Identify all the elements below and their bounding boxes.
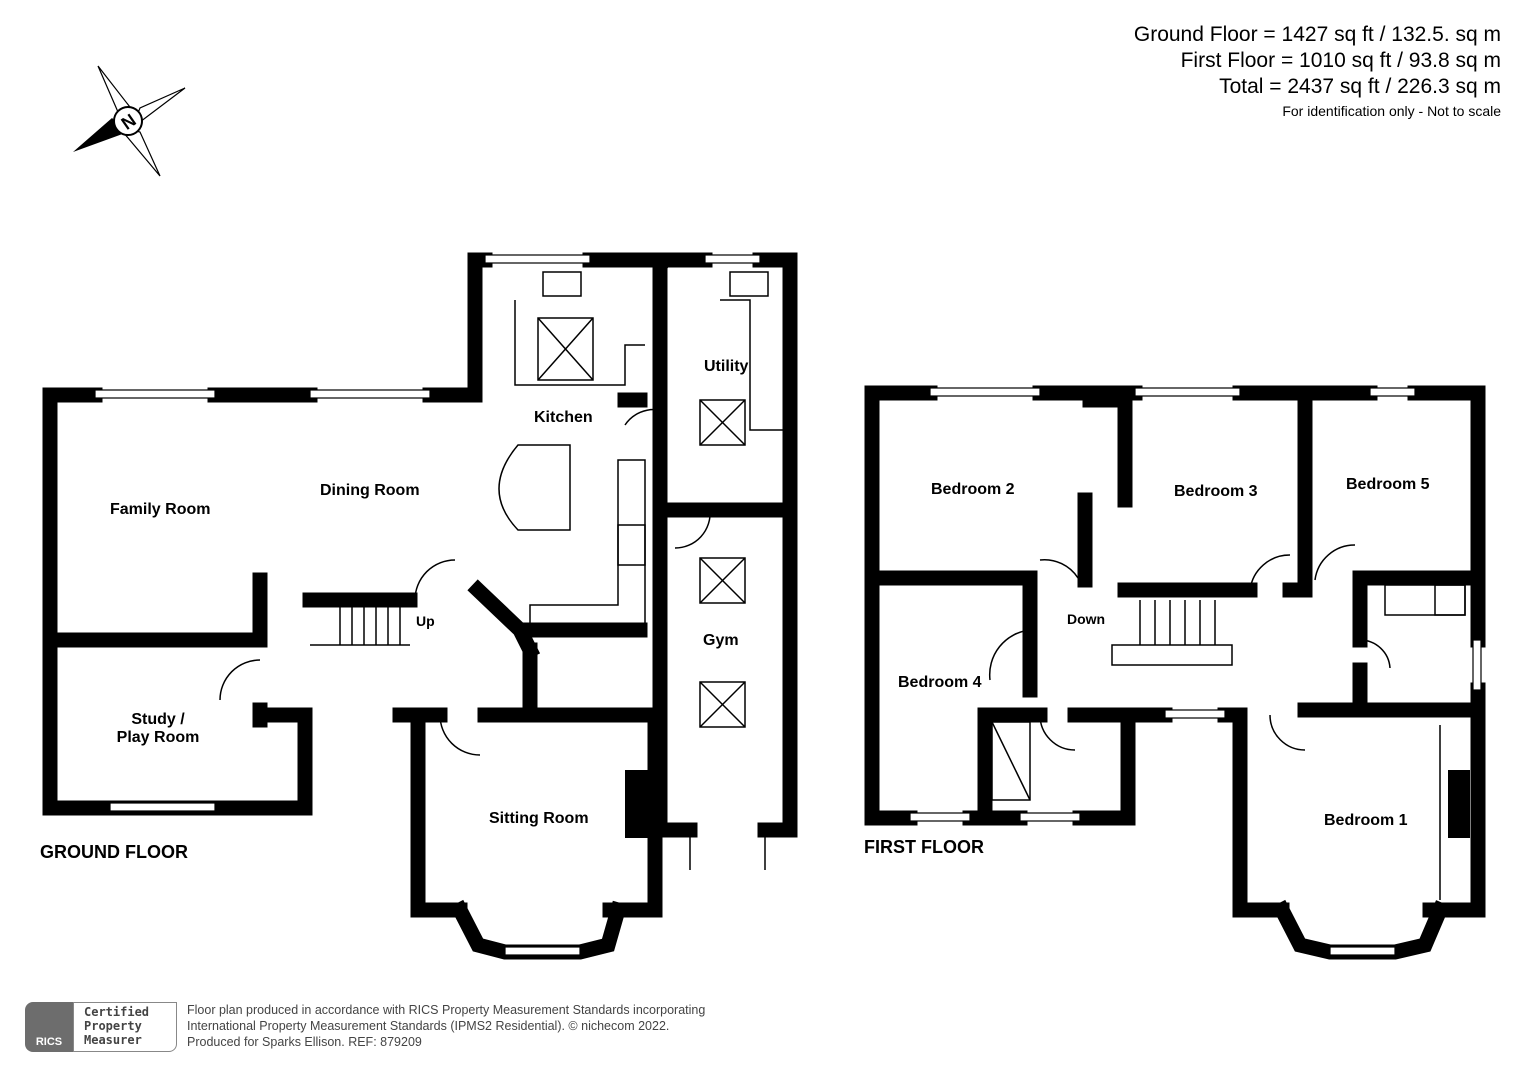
stairs-down-label: Down [1067, 611, 1106, 627]
stairs-up-label: Up [416, 613, 435, 629]
cert-line2: Property [84, 1019, 142, 1033]
cert-line1: Certified [84, 1005, 150, 1019]
ground-floor-title: GROUND FLOOR [40, 842, 188, 862]
compass-north-icon: N [73, 65, 186, 177]
room-sitting: Sitting Room [489, 810, 589, 827]
room-bedroom-1: Bedroom 1 [1324, 812, 1408, 829]
room-bedroom-4: Bedroom 4 [898, 674, 982, 691]
room-study: Study / Play Room [110, 711, 206, 747]
room-dining: Dining Room [320, 482, 420, 499]
area-summary: Ground Floor = 1427 sq ft / 132.5. sq m … [1134, 22, 1501, 122]
first-floor-title: FIRST FLOOR [864, 837, 984, 857]
rics-logo-text: RICS [35, 1036, 63, 1048]
certified-badge: Certified Property Measurer [73, 1002, 177, 1052]
footer-text: Floor plan produced in accordance with R… [187, 1002, 705, 1050]
room-study-line2: Play Room [116, 729, 200, 746]
room-gym: Gym [703, 632, 739, 649]
room-bedroom-3: Bedroom 3 [1174, 483, 1258, 500]
footer-line1: Floor plan produced in accordance with R… [187, 1003, 706, 1017]
total-area: Total = 2437 sq ft / 226.3 sq m [1219, 75, 1501, 98]
room-kitchen: Kitchen [534, 409, 593, 426]
rics-logo: RICS [25, 1002, 73, 1052]
scale-note: For identification only - Not to scale [1282, 103, 1501, 119]
room-bedroom-5: Bedroom 5 [1346, 476, 1430, 493]
room-utility: Utility [704, 358, 749, 375]
ground-floor-walls [42, 252, 798, 960]
room-study-line1: Study / [131, 711, 185, 728]
first-floor-area: First Floor = 1010 sq ft / 93.8 sq m [1180, 49, 1501, 72]
first-floor-walls [864, 385, 1486, 960]
footer: RICS Certified Property Measurer Floor p… [25, 1002, 705, 1052]
room-bedroom-2: Bedroom 2 [931, 481, 1015, 498]
ground-floor-fixtures [94, 254, 785, 956]
footer-line2: International Property Measurement Stand… [187, 1019, 670, 1033]
ground-floor-area: Ground Floor = 1427 sq ft / 132.5. sq m [1133, 23, 1501, 46]
cert-line3: Measurer [84, 1033, 142, 1047]
room-family: Family Room [110, 501, 211, 518]
first-floor-fixtures [909, 387, 1482, 956]
footer-line3: Produced for Sparks Ellison. REF: 879209 [187, 1035, 422, 1049]
